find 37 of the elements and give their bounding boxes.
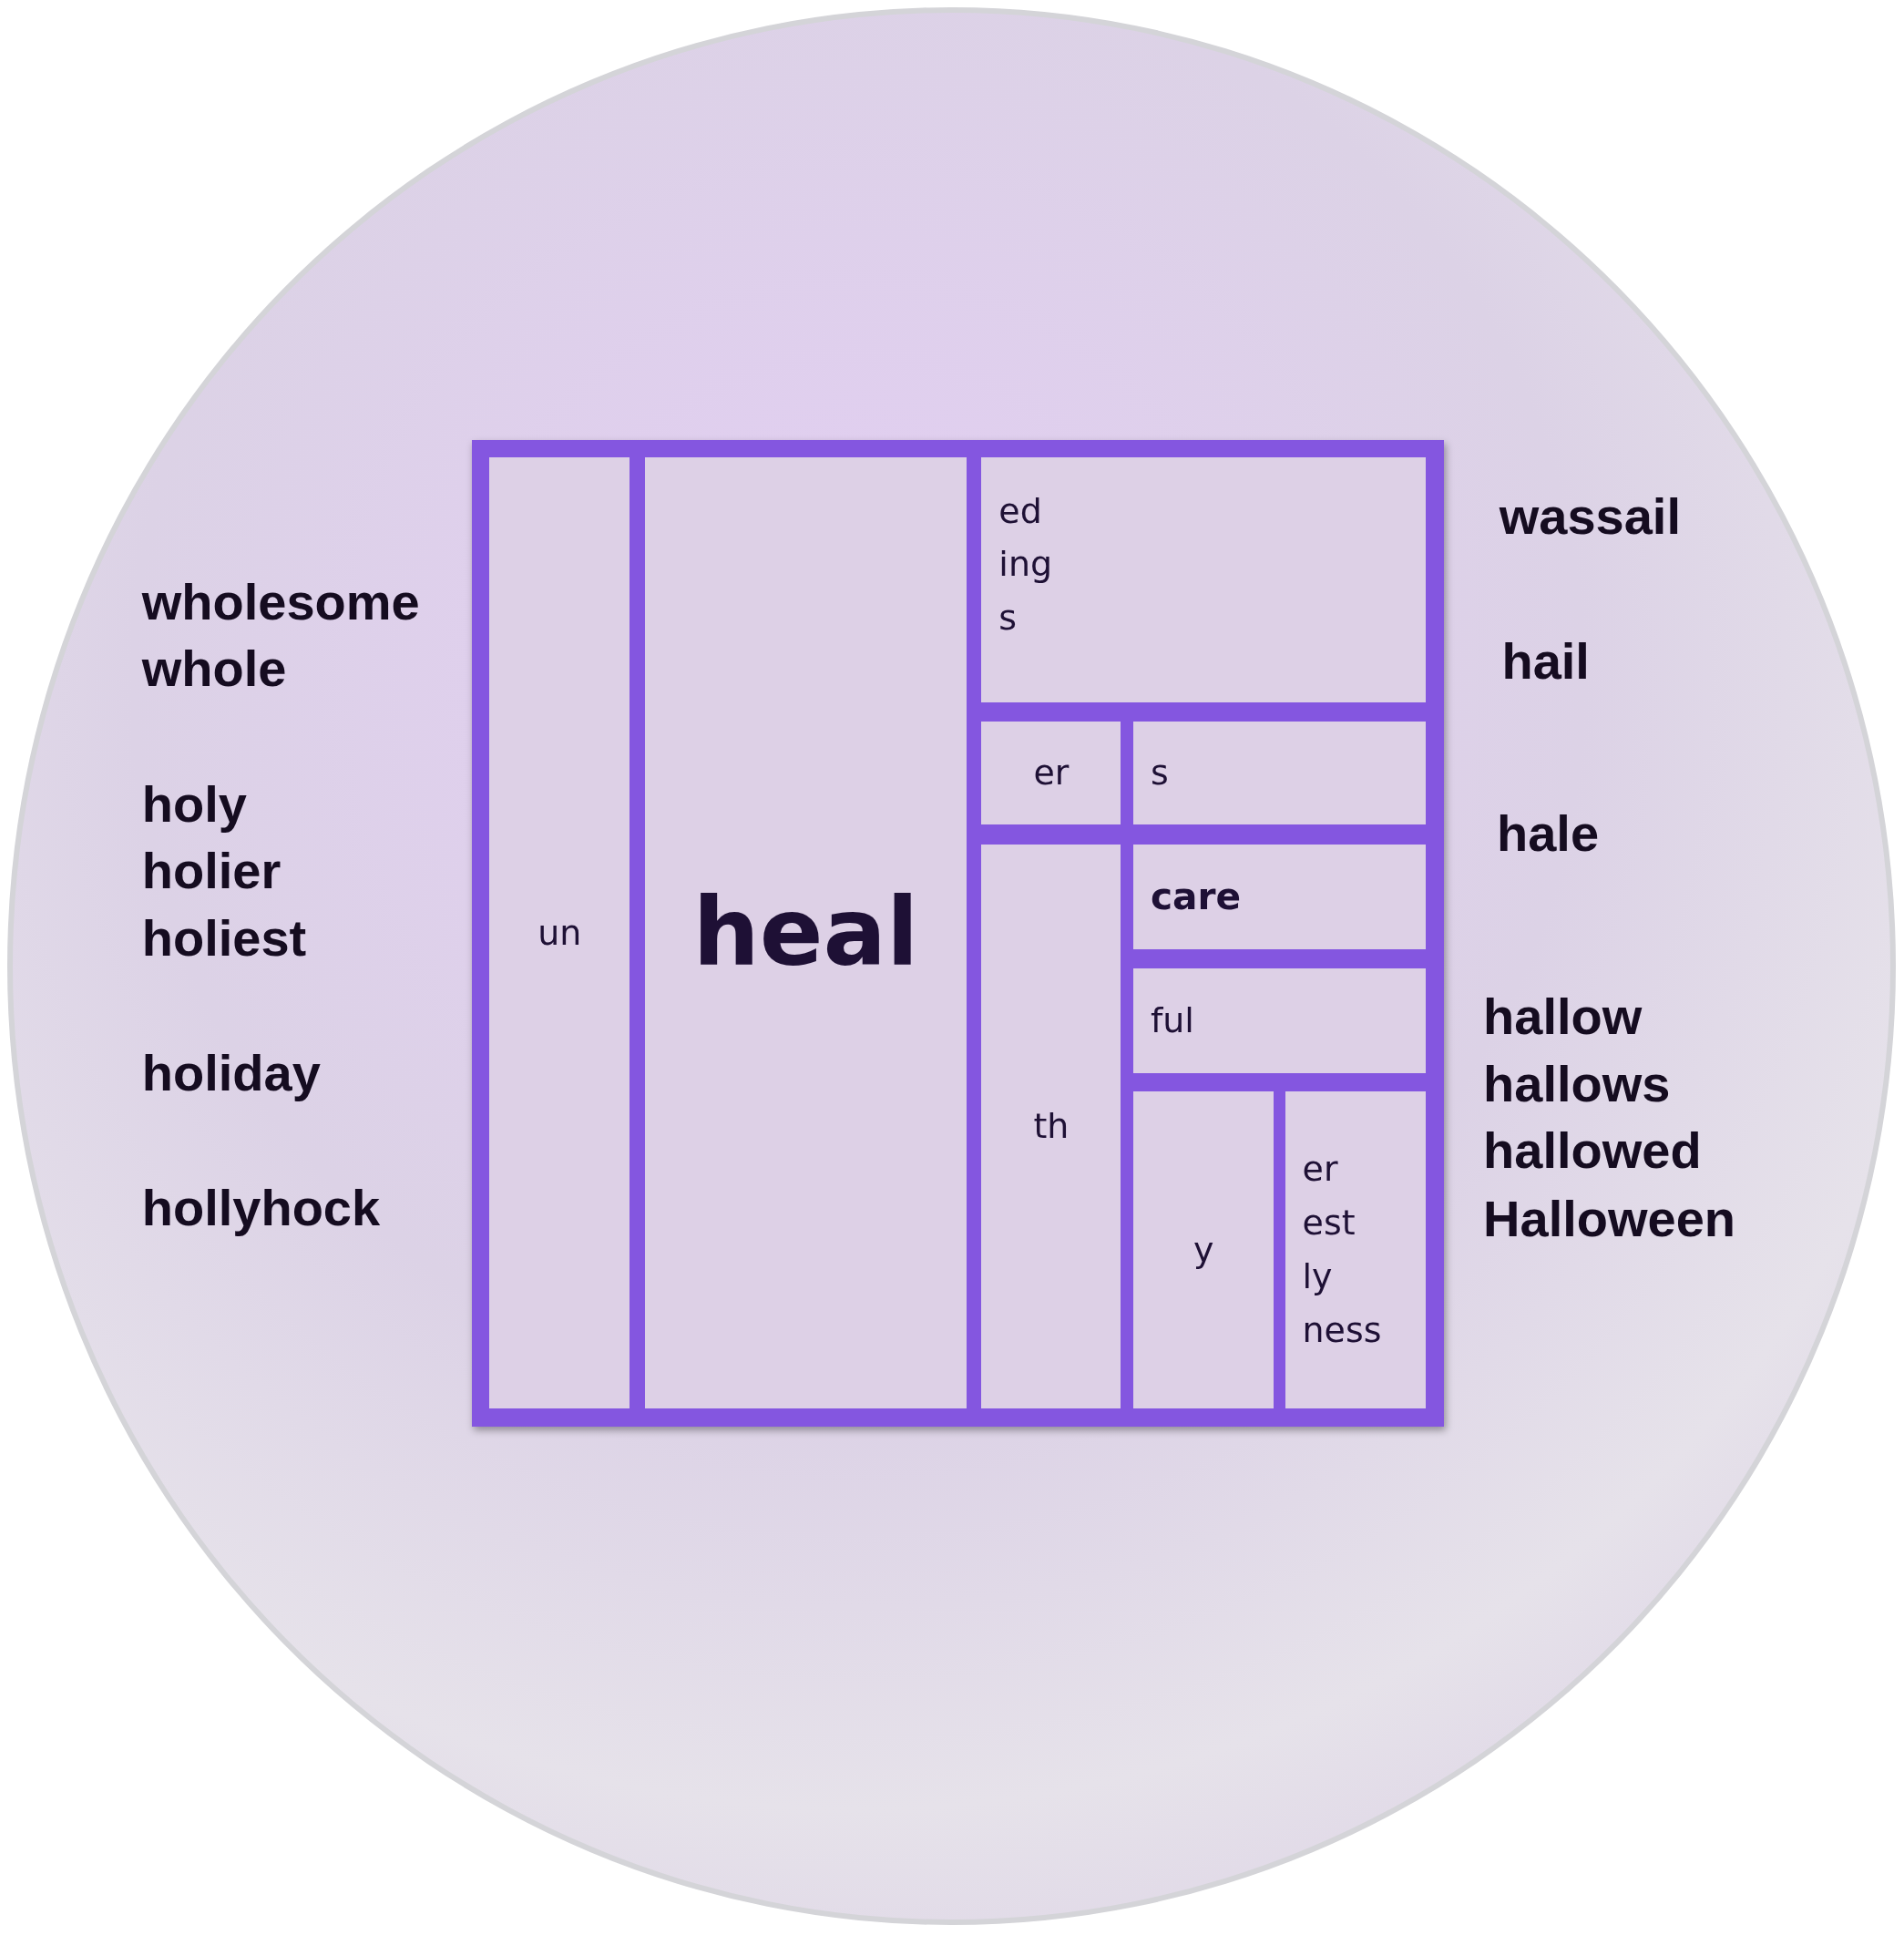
word-label: hallowed — [1483, 1125, 1702, 1177]
word-cell — [981, 456, 1426, 703]
word-label: holiest — [141, 913, 307, 965]
word-label: hail — [1501, 635, 1590, 687]
word-matrix-frame — [472, 439, 1445, 1428]
affix-text: th — [1033, 1105, 1070, 1149]
word-label: hale — [1497, 808, 1600, 860]
word-label: wholesome — [141, 576, 420, 628]
word-cell — [1133, 968, 1426, 1073]
word-cell — [488, 456, 630, 1409]
word-cell — [1133, 721, 1426, 825]
affix-text: ed — [998, 489, 1042, 533]
affix-text: ness — [1302, 1308, 1382, 1352]
affix-text: er — [1033, 752, 1070, 795]
word-label: holier — [141, 845, 282, 896]
word-text: heal — [692, 876, 919, 989]
word-cell — [1133, 845, 1426, 950]
affix-text: est — [1302, 1202, 1356, 1245]
word-label: hallow — [1483, 990, 1643, 1042]
word-cell — [644, 456, 967, 1409]
affix-text: ly — [1302, 1255, 1333, 1298]
affix-text: ing — [998, 543, 1052, 587]
affix-text: y — [1193, 1228, 1214, 1272]
word-cell — [1285, 1090, 1426, 1409]
affix-text: un — [537, 911, 582, 955]
word-cell — [981, 721, 1121, 825]
word-cell — [981, 845, 1121, 1409]
word-label: hallows — [1483, 1059, 1671, 1111]
word-label: whole — [141, 642, 287, 694]
word-label: wassail — [1499, 491, 1681, 543]
affix-text: er — [1302, 1148, 1338, 1192]
affix-text: ful — [1150, 998, 1194, 1042]
affix-text: s — [998, 597, 1018, 640]
word-text: care — [1150, 875, 1242, 919]
word-cell — [1133, 1090, 1274, 1409]
affix-text: s — [1150, 752, 1169, 795]
word-label: Halloween — [1483, 1193, 1736, 1244]
